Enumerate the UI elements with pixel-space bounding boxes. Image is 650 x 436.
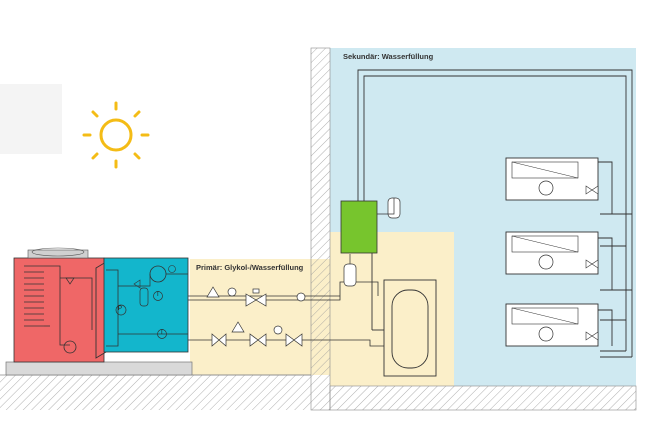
pressure-sensor bbox=[115, 304, 127, 316]
secondary-circuit-pipes bbox=[357, 69, 633, 358]
pressure-symbol: P bbox=[118, 306, 123, 312]
valve-icon bbox=[245, 293, 257, 307]
sun-icon bbox=[82, 101, 150, 169]
fan-coil-icon bbox=[505, 231, 599, 275]
safety-valve-icon bbox=[206, 286, 220, 298]
valve-icon bbox=[211, 333, 220, 347]
building-floor bbox=[329, 385, 637, 411]
temperature-symbol: T bbox=[156, 292, 160, 298]
fan-coil-units bbox=[505, 157, 599, 347]
controller-unit bbox=[340, 200, 378, 254]
expansion-vessel-icon bbox=[139, 287, 149, 307]
primary-fittings bbox=[206, 286, 306, 347]
primary-zone bbox=[190, 259, 330, 375]
fan-coil-icon bbox=[505, 303, 599, 347]
hydraulic-module bbox=[103, 257, 189, 353]
manometer-icon bbox=[227, 287, 237, 297]
valve-icon bbox=[249, 333, 259, 347]
fan-icon bbox=[27, 249, 89, 259]
expansion-vessel-icon bbox=[343, 263, 357, 287]
compressor-icon bbox=[63, 340, 77, 354]
temperature-sensor bbox=[153, 291, 163, 301]
temperature-symbol: T bbox=[160, 330, 164, 336]
building-wall bbox=[310, 47, 331, 411]
exterior-background bbox=[0, 84, 62, 154]
secondary-circuit-label: Sekundär: Wasserfüllung bbox=[343, 52, 434, 61]
primary-circuit-label: Primär: Glykol-/Wasserfüllung bbox=[196, 263, 304, 272]
fan-coil-icon bbox=[505, 157, 599, 201]
heat-pump-outdoor-unit bbox=[13, 247, 107, 363]
ground bbox=[0, 375, 311, 410]
foundation-slab bbox=[5, 361, 193, 376]
storage-tank-icon bbox=[383, 279, 437, 377]
